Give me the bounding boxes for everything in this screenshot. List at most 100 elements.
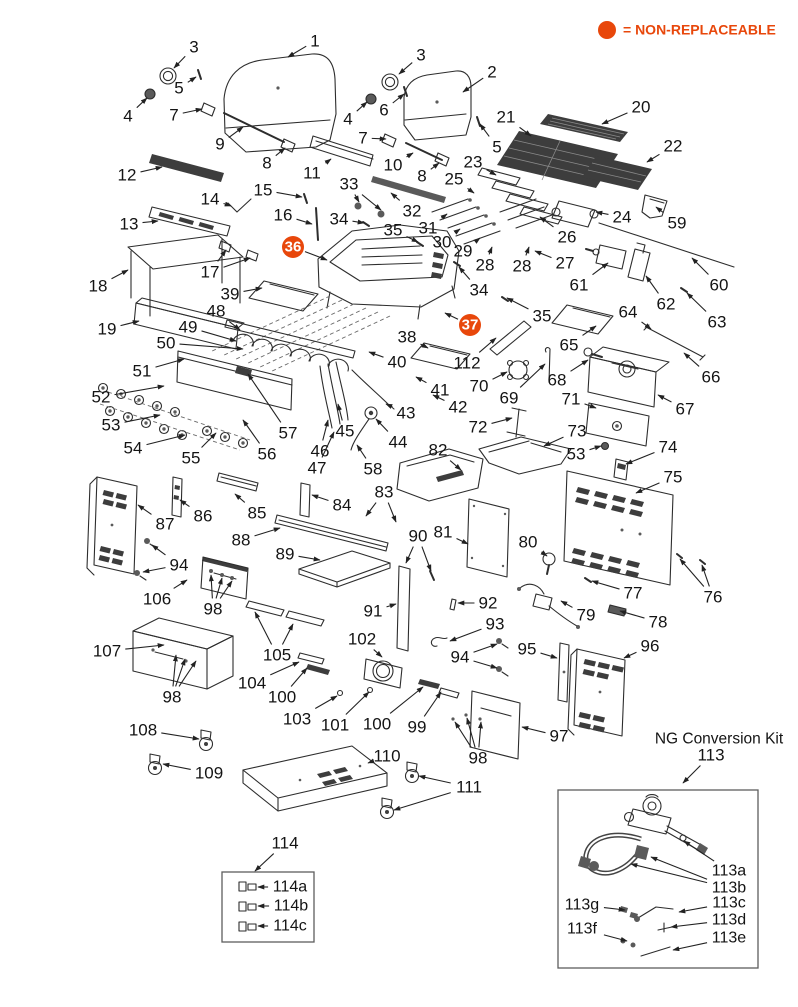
leader-line-109 [162,762,191,770]
part-label-30: 30 [433,233,452,252]
ng-kit-artwork [578,794,708,957]
part-label-114b: 114b [274,898,309,915]
leader-line-60 [691,257,709,275]
leader-line-98 [466,717,476,748]
leader-line-99 [423,691,442,717]
part-handle-bar-11 [309,135,374,167]
leader-line-71 [584,403,597,409]
part-label-10: 10 [384,156,403,175]
part-rails-105 [245,600,325,627]
leader-line-7 [182,107,203,114]
non-replaceable-dot-icon [598,21,616,39]
leader-line-90 [405,546,414,564]
part-label-104: 104 [238,674,266,693]
leader-line-107 [125,643,165,650]
part-door-97 [451,690,521,760]
leader-line-113b [630,863,708,884]
leader-line-25 [467,187,475,194]
part-label-58: 58 [364,460,383,479]
leader-line-113a [683,840,715,862]
part-back-panel-75 [563,470,674,586]
leader-line-13 [142,219,159,225]
part-label-103: 103 [283,710,311,729]
part-screws-98a [209,569,234,580]
part-label-31: 31 [419,219,438,238]
kit-boxes [221,789,759,969]
part-heat-shield-82 [396,448,484,502]
part-label-38: 38 [398,328,417,347]
part-label-98: 98 [163,688,182,707]
leader-line-113d [670,922,708,929]
leader-line-98 [215,577,223,599]
leader-line-93 [449,628,482,642]
leader-line-113 [682,765,701,784]
part-bezel-rings [144,67,399,105]
leader-line-77 [591,580,620,590]
part-label-41: 41 [431,381,450,400]
highlight-circle-36 [282,236,304,258]
part-side-burner-67 [587,346,670,408]
leader-line-76 [701,564,710,587]
leader-line-114 [254,853,275,872]
part-label-45: 45 [336,422,355,441]
leader-line-104 [270,661,300,676]
part-label-1: 1 [310,32,319,51]
leader-line-3 [173,55,186,69]
leader-line-76 [679,558,705,587]
leader-line-90 [421,546,432,572]
part-cup-holder-102 [363,658,403,689]
kit114-artwork [238,881,257,932]
leader-line-39 [243,286,263,293]
part-label-106: 106 [143,590,171,609]
leader-line-47 [321,431,335,458]
leader-line-94 [473,643,498,653]
leader-line-89 [298,555,321,562]
part-label-93: 93 [486,615,505,634]
leader-line-98 [172,654,178,687]
part-trim-strips [148,154,231,237]
leader-line-113g [603,906,626,912]
part-label-47: 47 [308,459,327,478]
leader-line-26 [539,216,554,228]
part-label-52: 52 [92,388,111,407]
part-label-35: 35 [533,307,552,326]
leader-line-34 [458,266,471,280]
part-label-113: 113 [697,746,724,765]
part-label-114a: 114a [273,879,308,896]
part-post-84 [299,482,311,518]
leader-line-18 [111,269,129,280]
part-label-113b: 113b [712,880,747,897]
highlighted-part-label-36: 36 [285,239,302,256]
part-label-20: 20 [632,98,651,117]
part-bracket-59 [641,194,668,219]
leader-line-61 [592,262,609,276]
part-valve-68 [583,347,603,358]
leader-line-46 [322,419,329,441]
diagram-artwork [86,53,735,957]
part-label-59: 59 [668,214,687,233]
part-label-83: 83 [375,483,394,502]
part-screws-top [197,69,481,127]
part-harness-79 [517,583,580,629]
leader-line-6 [392,93,405,104]
leader-line-28 [524,246,530,256]
part-label-65: 65 [560,336,579,355]
part-label-23: 23 [464,153,483,172]
leader-line-75 [635,482,660,494]
part-label-77: 77 [624,584,643,603]
leader-line-37 [444,312,459,320]
part-bar-85 [216,472,259,492]
leader-line-17 [217,249,227,262]
part-label-4: 4 [123,107,132,126]
leader-line-22 [646,153,660,163]
leader-line-94 [151,544,166,556]
leader-line-84 [311,494,329,502]
part-bar-95 [557,642,570,703]
part-label-22: 22 [664,137,683,156]
part-label-100: 100 [363,715,391,734]
part-gas-lines [209,295,391,373]
part-label-113a: 113a [712,863,747,880]
part-label-44: 44 [389,433,408,452]
part-label-61: 61 [570,276,589,295]
part-label-87: 87 [156,515,175,534]
